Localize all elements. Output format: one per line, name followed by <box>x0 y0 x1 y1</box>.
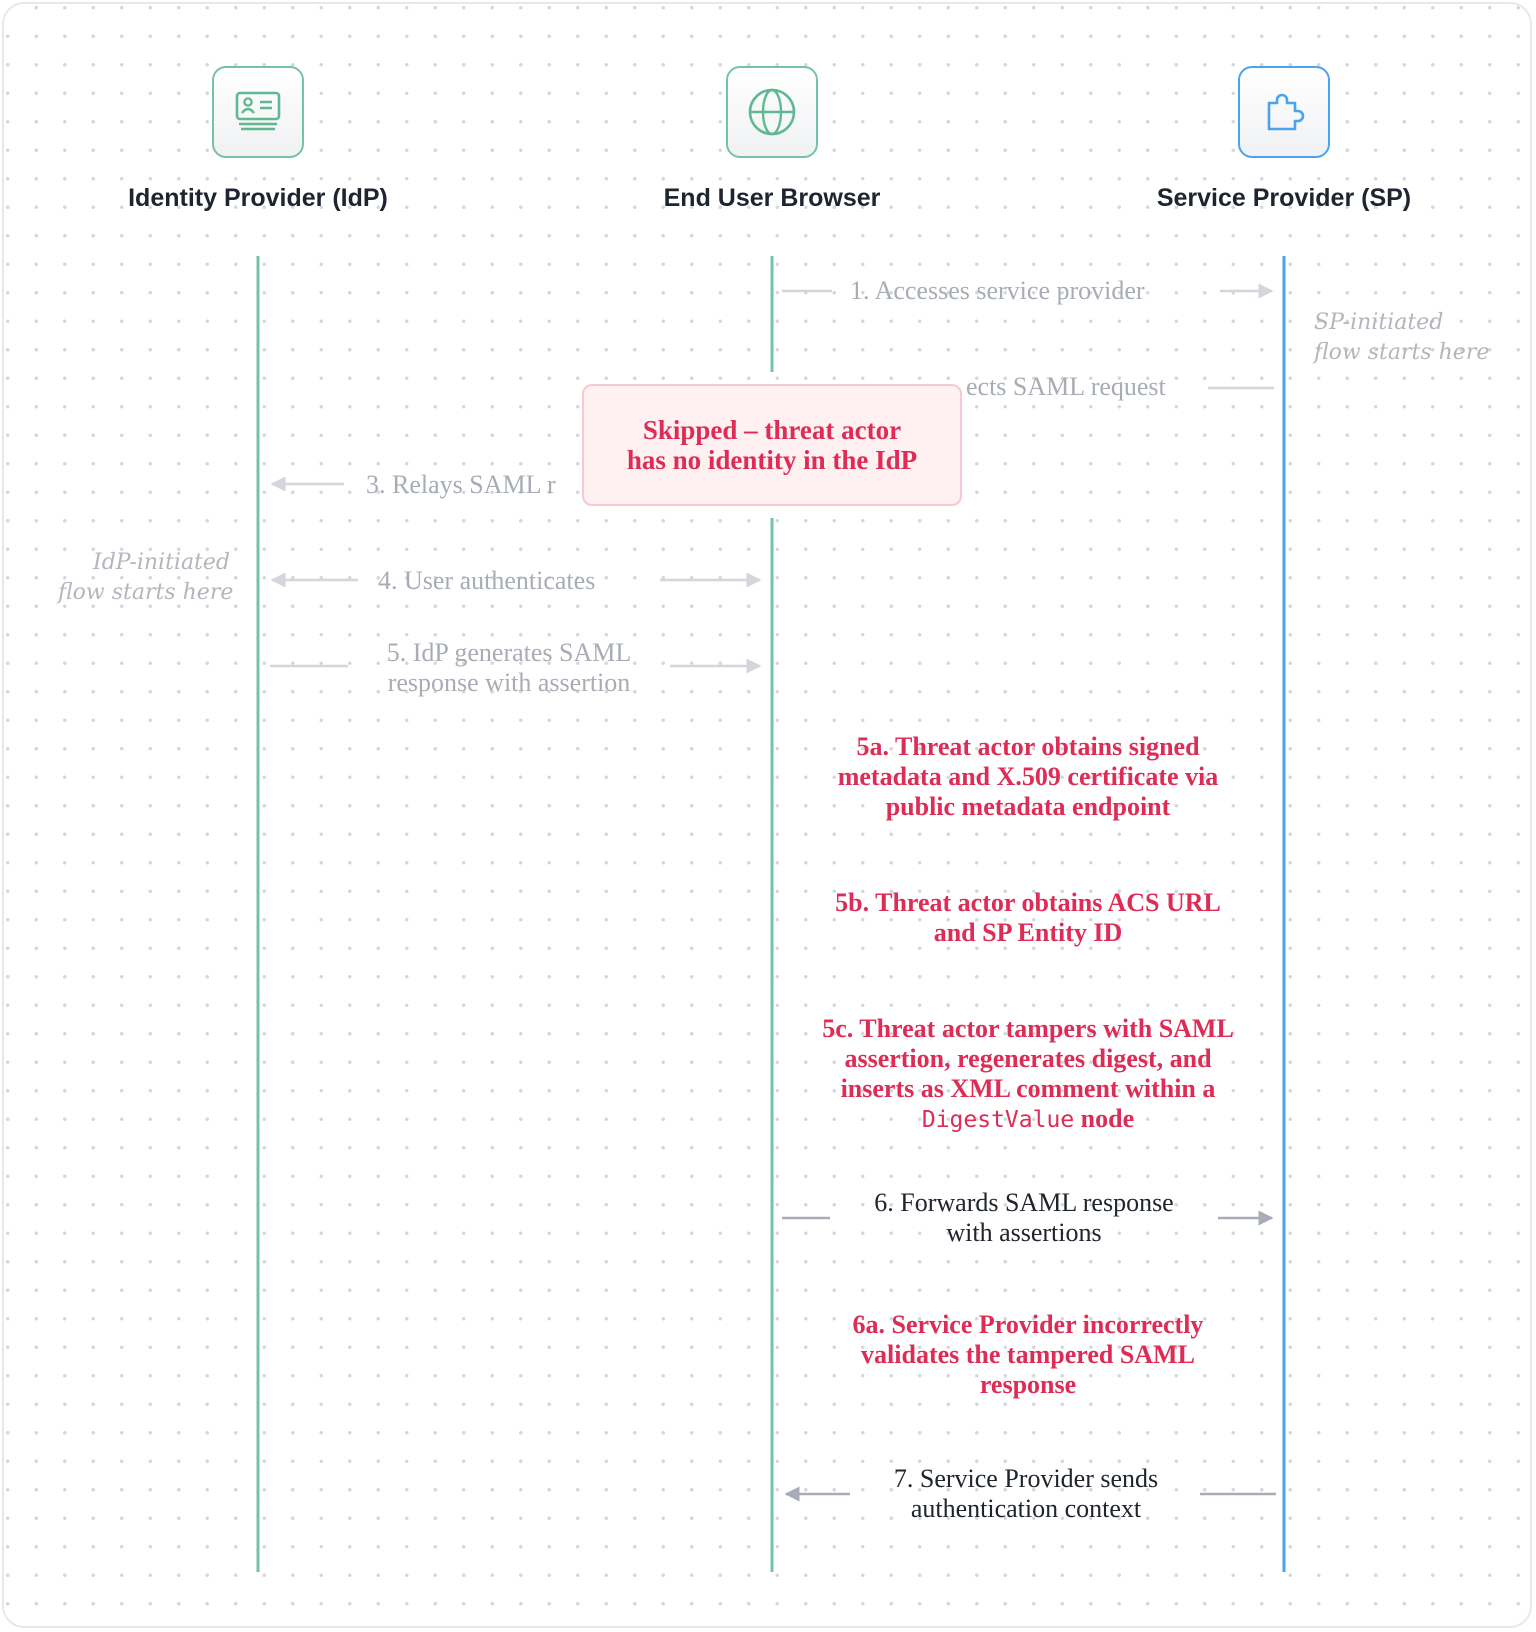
step5a-label: 5a. Threat actor obtains signed metadata… <box>784 732 1272 822</box>
skipped-callout: Skipped – threat actor has no identity i… <box>582 384 962 506</box>
step5c-line2: assertion, regenerates digest, and <box>844 1044 1212 1073</box>
skipped-line1: Skipped – threat actor <box>642 415 902 445</box>
actor-browser: End User Browser <box>562 66 982 213</box>
actor-sp-name: Service Provider (SP) <box>1156 184 1412 212</box>
step5a-line3: public metadata endpoint <box>885 792 1171 821</box>
id-card-icon <box>235 91 281 131</box>
sp-icon-box <box>1238 66 1330 158</box>
step1-number: 1. <box>850 276 870 305</box>
step7-line1: 7. Service Provider sends <box>893 1464 1159 1493</box>
step7-line2: authentication context <box>910 1494 1142 1523</box>
step4-number: 4. <box>378 566 398 595</box>
step4-label: 4. User authenticates <box>378 566 595 596</box>
step6-line1: 6. Forwards SAML response <box>874 1188 1174 1217</box>
step5c-code: DigestValue <box>921 1107 1075 1133</box>
step1-text: Accesses service provider <box>874 276 1145 305</box>
step5c-line4: DigestValue node <box>784 1104 1272 1135</box>
step2-label: ects SAML request <box>966 372 1166 401</box>
step5-line2: response with assertion <box>387 668 631 697</box>
step6a-line3: response <box>979 1370 1077 1399</box>
actor-browser-name: End User Browser <box>663 184 881 212</box>
step7-label: 7. Service Provider sends authentication… <box>856 1464 1196 1524</box>
actor-idp-name: Identity Provider (IdP) <box>128 184 388 212</box>
sp-note-line2: flow starts here <box>1314 340 1490 365</box>
step5c-line1: 5c. Threat actor tampers with SAML <box>822 1014 1234 1043</box>
step3-number: 3. <box>366 470 386 499</box>
step3-text: Relays SAML r <box>392 470 556 499</box>
step6a-label: 6a. Service Provider incorrectly validat… <box>784 1310 1272 1400</box>
idp-note-line1: IdP-initiated <box>93 550 230 575</box>
globe-icon <box>748 88 796 136</box>
sp-initiated-note: SP-initiated flow starts here <box>1314 308 1489 368</box>
actor-sp: Service Provider (SP) <box>1074 66 1494 213</box>
step5b-line2: and SP Entity ID <box>933 918 1123 947</box>
step5b-line1: 5b. Threat actor obtains ACS URL <box>835 888 1221 917</box>
step5c-line3: inserts as XML comment within a <box>840 1074 1216 1103</box>
sequence-diagram-lines <box>256 256 1286 1572</box>
step5c-label: 5c. Threat actor tampers with SAML asser… <box>784 1014 1272 1135</box>
step3-label: 3. Relays SAML r <box>366 470 556 500</box>
step6a-line2: validates the tampered SAML <box>861 1340 1195 1369</box>
idp-note-line2: flow starts here <box>58 580 234 605</box>
step6-line2: with assertions <box>946 1218 1102 1247</box>
sp-note-line1: SP-initiated <box>1314 310 1444 335</box>
step5a-line1: 5a. Threat actor obtains signed <box>856 732 1200 761</box>
step5b-label: 5b. Threat actor obtains ACS URL and SP … <box>784 888 1272 948</box>
idp-initiated-note: IdP-initiated flow starts here <box>58 548 234 608</box>
step5a-line2: metadata and X.509 certificate via <box>837 762 1219 791</box>
skipped-line2: has no identity in the IdP <box>626 445 918 475</box>
puzzle-piece-icon <box>1267 93 1305 131</box>
actor-idp: Identity Provider (IdP) <box>48 66 468 213</box>
idp-icon-box <box>212 66 304 158</box>
step6a-line1: 6a. Service Provider incorrectly <box>852 1310 1204 1339</box>
step1-label: 1. Accesses service provider <box>850 276 1145 306</box>
step5c-tail: node <box>1074 1104 1135 1133</box>
step5-label: 5. IdP generates SAML response with asse… <box>344 638 674 698</box>
step6-label: 6. Forwards SAML response with assertion… <box>834 1188 1214 1248</box>
step5-line1: 5. IdP generates SAML <box>386 638 632 667</box>
step4-text: User authenticates <box>404 566 596 595</box>
browser-icon-box <box>726 66 818 158</box>
